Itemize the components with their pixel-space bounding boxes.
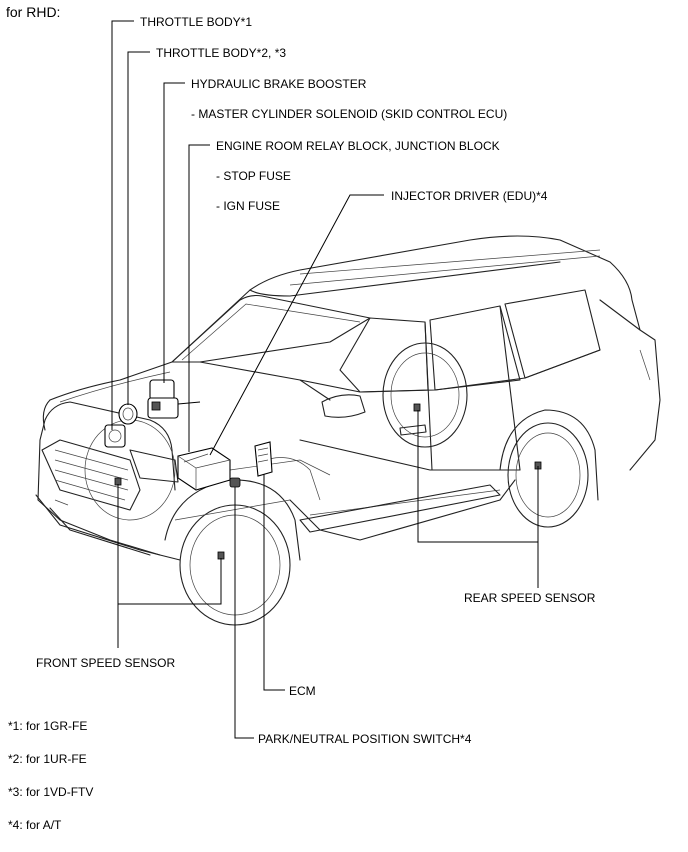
label-injector-driver: INJECTOR DRIVER (EDU)*4	[391, 189, 548, 203]
footnote-1: *1: for 1GR-FE	[8, 719, 88, 733]
relay-block-part	[177, 447, 231, 491]
throttle-body-1-part	[104, 424, 126, 448]
brake-booster-part	[147, 379, 201, 419]
footnote-4: *4: for A/T	[8, 818, 62, 832]
label-front-speed-sensor: FRONT SPEED SENSOR	[36, 656, 176, 670]
label-park-neutral-switch: PARK/NEUTRAL POSITION SWITCH*4	[258, 732, 472, 746]
footnote-2: *2: for 1UR-FE	[8, 752, 87, 766]
park-neutral-switch-part	[229, 477, 241, 488]
label-hydraulic-brake-booster: HYDRAULIC BRAKE BOOSTER	[191, 77, 367, 91]
footnote-3: *3: for 1VD-FTV	[8, 785, 94, 799]
label-master-cylinder-solenoid: - MASTER CYLINDER SOLENOID (SKID CONTROL…	[191, 107, 508, 121]
label-rear-speed-sensor: REAR SPEED SENSOR	[464, 591, 596, 605]
rear-speed-sensor-parts	[413, 403, 542, 470]
label-throttle-body-1: THROTTLE BODY*1	[140, 15, 253, 29]
label-engine-room-relay-block: ENGINE ROOM RELAY BLOCK, JUNCTION BLOCK	[216, 139, 500, 153]
label-throttle-body-23: THROTTLE BODY*2, *3	[156, 46, 287, 60]
label-ign-fuse: - IGN FUSE	[216, 199, 281, 213]
label-stop-fuse: - STOP FUSE	[216, 169, 291, 183]
throttle-body-23-part	[118, 403, 138, 425]
leader-lines	[111, 20, 539, 739]
vehicle-outline	[35, 235, 661, 626]
ecm-part	[254, 441, 273, 477]
page-header: for RHD:	[6, 4, 61, 20]
label-ecm: ECM	[289, 684, 316, 698]
